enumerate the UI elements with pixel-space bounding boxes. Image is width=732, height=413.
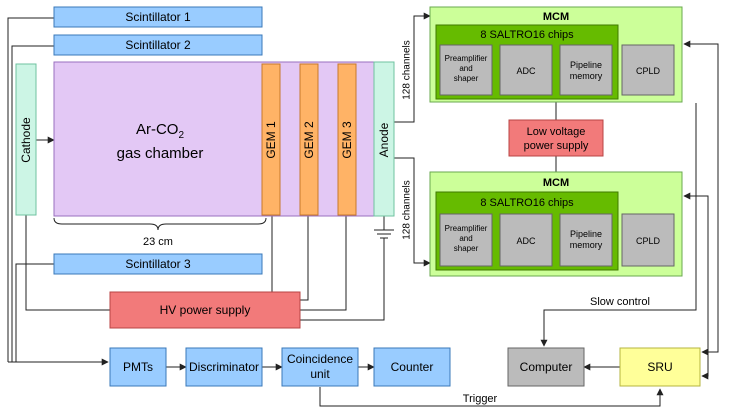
wire-cathode-hv [25, 215, 110, 311]
cathode-label: Cathode [19, 117, 33, 163]
sru-label: SRU [647, 360, 672, 374]
cathode-box [15, 63, 37, 216]
pmts-box [109, 347, 167, 387]
scintillator-3-label: Scintillator 3 [125, 257, 191, 271]
discriminator-label: Discriminator [189, 360, 259, 374]
preamp-top-label-3: shaper [454, 74, 479, 83]
pipeline-bottom-box [559, 213, 613, 267]
gem-1-label: GEM 1 [264, 121, 278, 159]
pipeline-bottom-label-1: Pipeline [570, 229, 602, 239]
cpld-bottom-box [621, 213, 675, 267]
adc-top-box [499, 44, 553, 96]
wire-anode-hv [300, 238, 385, 321]
coincidence-unit-label-2: unit [310, 367, 330, 381]
gas-chamber-label-line1: Ar-CO2 [136, 121, 185, 141]
gem-2-label: GEM 2 [302, 121, 316, 159]
preamp-bottom-label-1: Preamplifier [445, 224, 488, 233]
ground-symbol [374, 229, 394, 239]
wire-scint3 [15, 263, 54, 362]
wire-sru-mcm-top [683, 40, 719, 356]
adc-bottom-box [499, 213, 553, 267]
wire-scint1 [7, 17, 54, 362]
scintillator-2-label: Scintillator 2 [125, 38, 191, 52]
gem-1-box [261, 63, 281, 216]
pmts-label: PMTs [123, 360, 153, 374]
coincidence-unit-box [281, 347, 359, 387]
scintillator-1-box [53, 6, 263, 28]
wire-slow-control [540, 103, 697, 347]
preamp-bottom-label-3: shaper [454, 244, 479, 253]
discriminator-box [185, 347, 263, 387]
channels-top-label: 128 channels [402, 40, 413, 100]
wire-trigger [319, 387, 664, 407]
computer-label: Computer [520, 360, 573, 374]
pipeline-top-label-1: Pipeline [570, 60, 602, 70]
hv-power-supply-box [109, 291, 301, 329]
lv-power-supply-label-2: power supply [524, 140, 589, 152]
lv-power-supply-label-1: Low voltage [527, 126, 586, 138]
pipeline-top-label-2: memory [570, 71, 603, 81]
pipeline-bottom-label-2: memory [570, 240, 603, 250]
scintillator-1-label: Scintillator 1 [125, 10, 191, 24]
gas-chamber-box [53, 61, 375, 217]
saltro-bottom-label: 8 SALTRO16 chips [480, 197, 574, 209]
gas-chamber-subscript: 2 [178, 130, 184, 141]
preamp-top-label-1: Preamplifier [445, 54, 488, 63]
sru-box [619, 347, 701, 387]
slow-control-label: Slow control [590, 296, 650, 308]
channels-bottom-label: 128 channels [402, 180, 413, 240]
mcm-bottom-label: MCM [543, 177, 569, 189]
anode-box [373, 61, 395, 217]
wire-anode-mcm-bottom [394, 157, 431, 267]
gem-3-label: GEM 3 [340, 121, 354, 159]
pipeline-top-box [559, 44, 613, 96]
hv-power-supply-label: HV power supply [160, 303, 251, 317]
lv-power-supply-box [508, 119, 604, 157]
preamp-top-box [439, 44, 493, 96]
scintillator-3-box [53, 253, 263, 275]
trigger-label: Trigger [463, 393, 498, 405]
gem-3-box [337, 63, 357, 216]
cpld-top-box [621, 44, 675, 96]
counter-box [373, 347, 451, 387]
saltro-top-label: 8 SALTRO16 chips [480, 29, 574, 41]
connection-wires [7, 12, 719, 407]
wire-gem3-hv [300, 215, 347, 311]
cpld-top-label: CPLD [636, 66, 661, 76]
preamp-bottom-box [439, 213, 493, 267]
cpld-bottom-label: CPLD [636, 236, 661, 246]
gas-chamber-label-line2: gas chamber [117, 145, 204, 162]
wire-gem2-hv [300, 215, 309, 301]
gem-2-box [299, 63, 319, 216]
adc-top-label: ADC [516, 66, 536, 76]
mcm-top-label: MCM [543, 11, 569, 23]
computer-box [507, 347, 585, 387]
scintillator-2-box [53, 34, 263, 56]
counter-label: Counter [391, 360, 434, 374]
wire-anode-mcm-top [394, 12, 431, 123]
dimension-label: 23 cm [143, 236, 173, 248]
dimension-bracket [53, 217, 267, 231]
coincidence-unit-label-1: Coincidence [287, 352, 353, 366]
wire-scint2 [11, 45, 54, 362]
preamp-top-label-2: and [459, 64, 472, 73]
preamp-bottom-label-2: and [459, 234, 472, 243]
anode-label: Anode [377, 122, 391, 157]
adc-bottom-label: ADC [516, 236, 536, 246]
